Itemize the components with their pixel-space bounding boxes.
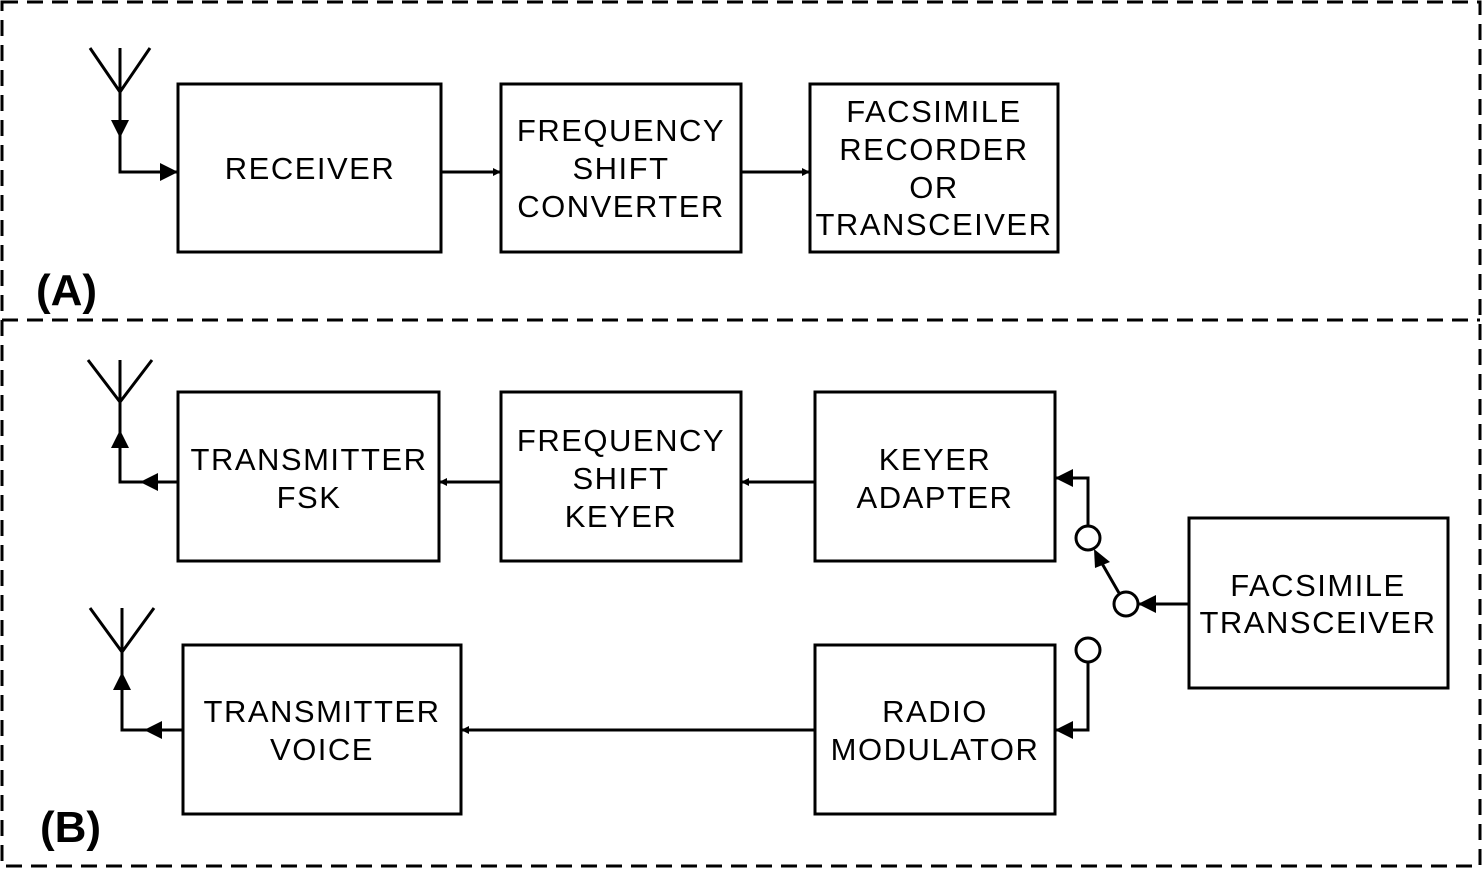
fax-recorder-line-4: TRANSCEIVER [816,207,1053,242]
fs-converter-line-1: FREQUENCY [517,113,725,148]
keyer-adapter-line-2: ADAPTER [857,480,1014,515]
radio-modulator-line-1: RADIO [882,694,988,729]
fax-recorder-line-3: OR [909,170,959,205]
fs-keyer-line-1: FREQUENCY [517,423,725,458]
fs-converter-line-3: CONVERTER [517,189,725,224]
fs-converter-line-2: SHIFT [572,151,669,186]
fax-transceiver-line-1: FACSIMILE [1230,568,1405,603]
fs-keyer-line-2: SHIFT [572,461,669,496]
fax-transceiver-line-2: TRANSCEIVER [1200,605,1437,640]
transmitter-voice-block: TRANSMITTER VOICE [181,643,463,816]
panel-a-label: (A) [36,266,97,315]
receive-antenna-icon [88,47,178,181]
keyer-adapter-block: KEYER ADAPTER [813,390,1057,563]
transmitter-fsk-line-2: FSK [277,480,342,515]
voice-antenna-icon [88,607,183,739]
frequency-shift-converter-block: FREQUENCY SHIFT CONVERTER [499,82,743,254]
facsimile-transceiver-block: FACSIMILE TRANSCEIVER [1187,516,1450,690]
radio-modulator-line-2: MODULATOR [831,732,1040,767]
switch-contact-fsk [1074,524,1102,552]
fsk-antenna-icon [86,359,178,491]
keyer-adapter-line-1: KEYER [879,442,992,477]
switch-pivot [1112,590,1140,618]
radio-modulator-block: RADIO MODULATOR [813,643,1057,816]
fax-recorder-line-1: FACSIMILE [846,94,1021,129]
frequency-shift-keyer-block: FREQUENCY SHIFT KEYER [499,390,743,563]
transmitter-voice-line-1: TRANSMITTER [204,694,441,729]
switch-contact-voice [1074,636,1102,664]
facsimile-recorder-block: FACSIMILE RECORDER OR TRANSCEIVER [808,82,1060,254]
transmitter-fsk-line-1: TRANSMITTER [191,442,428,477]
selector-switch [1055,469,1189,739]
receiver-block: RECEIVER [176,82,443,254]
transmitter-fsk-block: TRANSMITTER FSK [176,390,441,563]
fs-keyer-line-3: KEYER [565,499,678,534]
panel-b-label: (B) [40,803,101,852]
receiver-label: RECEIVER [225,151,395,186]
fax-recorder-line-2: RECORDER [839,132,1028,167]
transmitter-voice-line-2: VOICE [270,732,374,767]
